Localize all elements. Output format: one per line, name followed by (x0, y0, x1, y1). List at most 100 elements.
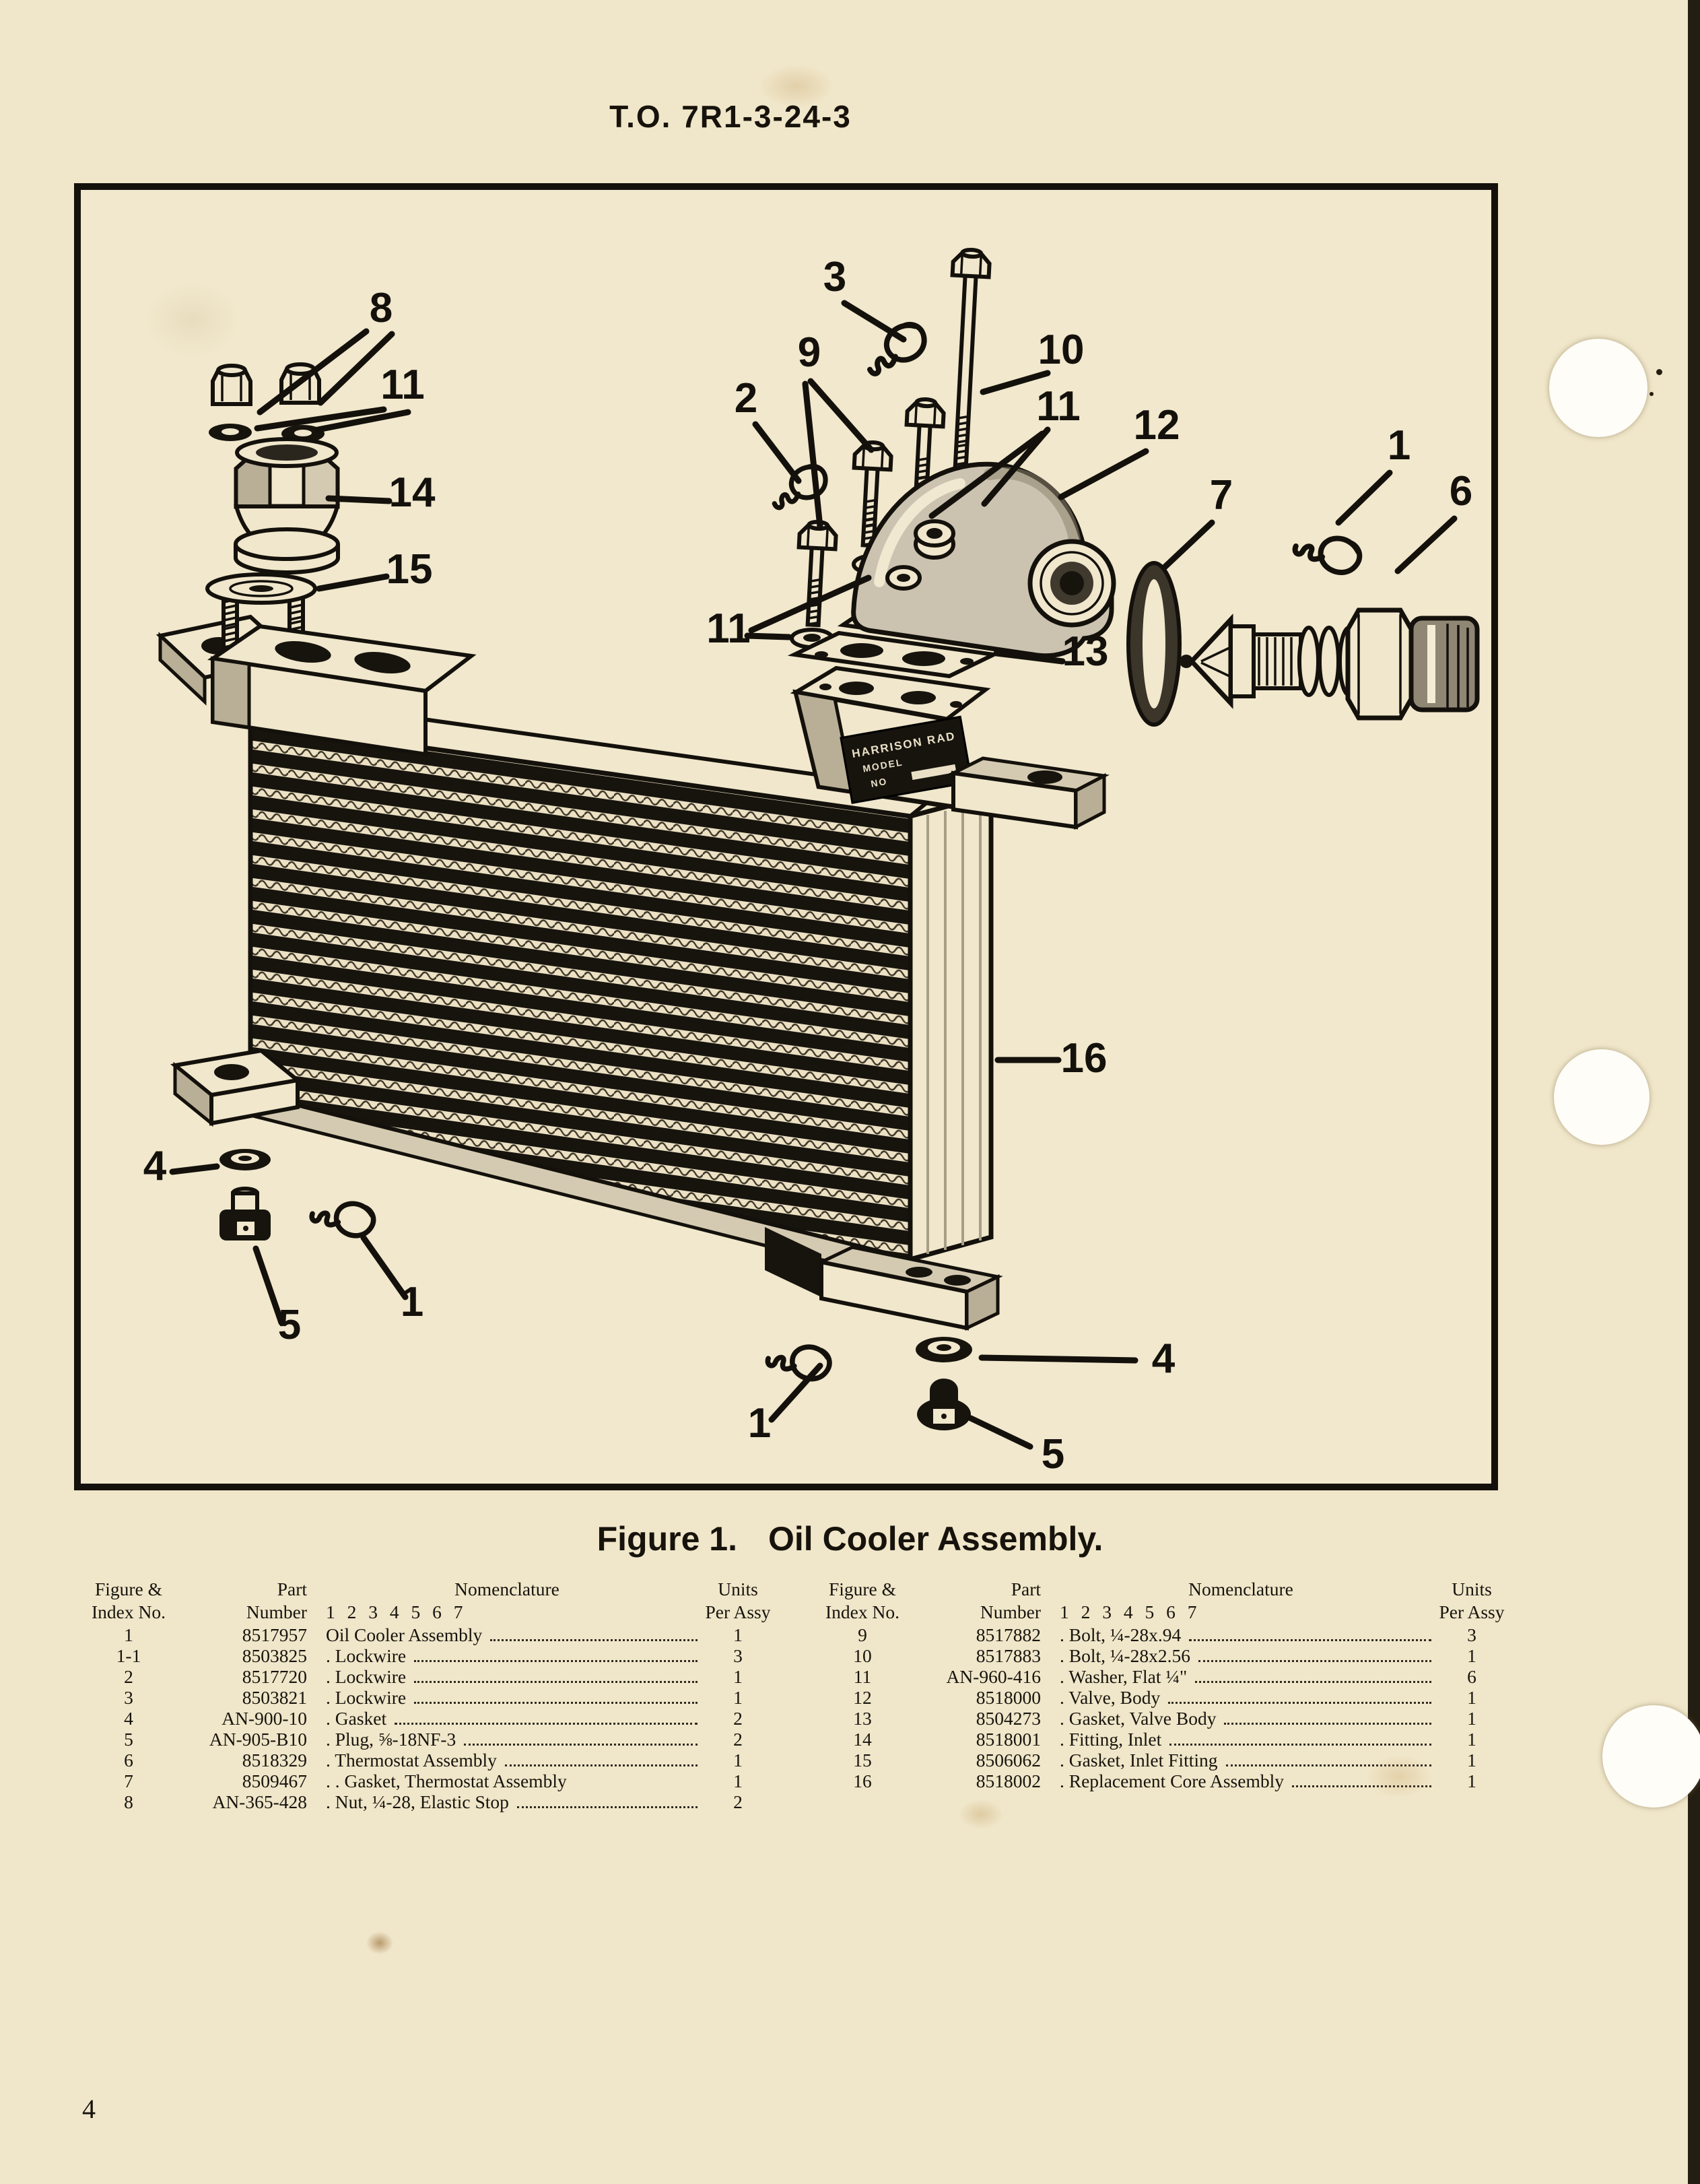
row-nomenclature: . Gasket, Inlet Fitting (1044, 1750, 1438, 1771)
callout-5: 5 (1042, 1431, 1064, 1478)
column-header: Units (1452, 1579, 1492, 1599)
callout-10: 10 (1038, 327, 1085, 373)
row-index: 14 (853, 1729, 872, 1750)
data-plate: HARRISON RAD MODEL NO (840, 715, 973, 804)
row-part-number: AN-900-10 (222, 1708, 307, 1729)
callout-numbers: 8 11 14 15 3 9 2 10 11 12 7 1 6 13 16 4 … (143, 254, 1472, 1478)
row-index: 15 (853, 1750, 872, 1771)
gasket (916, 1337, 972, 1362)
column-header: Per Assy (1439, 1601, 1505, 1622)
row-part-number: 8517957 (242, 1624, 307, 1645)
row-index: 2 (124, 1666, 133, 1687)
callout-12: 12 (1134, 402, 1180, 449)
table-row: 9 8517882 . Bolt, ¼-28x.94 3 (812, 1624, 1505, 1645)
paper-speck (1650, 392, 1654, 396)
row-part-number: 8518001 (976, 1729, 1041, 1750)
scan-edge-shadow (1688, 0, 1700, 2184)
row-part-number: 8504273 (976, 1708, 1041, 1729)
gasket (219, 1149, 271, 1170)
callout-16: 16 (1061, 1035, 1108, 1082)
row-part-number: 8506062 (976, 1750, 1041, 1771)
paper-speck (1656, 369, 1662, 375)
row-index: 5 (124, 1729, 133, 1750)
table-row: 2 8517720 . Lockwire 1 (78, 1666, 772, 1687)
punch-hole (1554, 1049, 1650, 1145)
row-part-number: 8517883 (976, 1645, 1041, 1666)
paper-stain (366, 1931, 393, 1954)
table-row: 10 8517883 . Bolt, ¼-28x2.56 1 (812, 1645, 1505, 1666)
row-units: 1 (1467, 1708, 1476, 1729)
callout-4: 4 (143, 1143, 167, 1189)
table-row: 11 AN-960-416 . Washer, Flat ¼" 6 (812, 1666, 1505, 1687)
callout-1: 1 (1388, 422, 1410, 469)
punch-hole (1549, 339, 1647, 437)
column-header: Part (1011, 1579, 1041, 1599)
column-header: Figure & (828, 1579, 897, 1599)
parts-table-left: Figure & Part Nomenclature Units Index N… (78, 1579, 772, 1812)
row-nomenclature: . Gasket, Valve Body (1044, 1708, 1438, 1729)
valve-body (837, 461, 1116, 659)
plug (219, 1187, 271, 1240)
elastic-stop-nut (211, 364, 252, 406)
row-units: 2 (733, 1791, 743, 1812)
row-nomenclature: . Gasket (310, 1708, 704, 1729)
callout-3: 3 (823, 254, 846, 300)
row-units: 1 (1467, 1750, 1476, 1771)
callout-14: 14 (389, 469, 436, 516)
callout-11: 11 (706, 605, 751, 652)
table-row: 15 8506062 . Gasket, Inlet Fitting 1 (812, 1750, 1505, 1771)
table-row: 13 8504273 . Gasket, Valve Body 1 (812, 1708, 1505, 1729)
column-header: 1 2 3 4 5 6 7 (326, 1601, 463, 1622)
bolt (852, 440, 893, 548)
parts-table-right: Figure & Part Nomenclature Units Index N… (812, 1579, 1505, 1791)
callout-leader-lines (169, 300, 1458, 1450)
table-row: 8 AN-365-428 . Nut, ¼-28, Elastic Stop 2 (78, 1791, 772, 1812)
row-nomenclature: Oil Cooler Assembly (310, 1624, 704, 1645)
row-index: 9 (858, 1624, 867, 1645)
figure-caption-title: Oil Cooler Assembly. (768, 1520, 1103, 1558)
callout-5: 5 (278, 1302, 301, 1348)
row-units: 1 (1467, 1771, 1476, 1791)
figure-border-box: HARRISON RAD MODEL NO (74, 183, 1498, 1490)
paper-stain (959, 1799, 1003, 1829)
row-nomenclature: . Plug, ⅝-18NF-3 (310, 1729, 704, 1750)
svg-text:NO: NO (870, 776, 888, 789)
table-row: 4 AN-900-10 . Gasket 2 (78, 1708, 772, 1729)
row-index: 13 (853, 1708, 872, 1729)
row-index: 4 (124, 1708, 133, 1729)
table-row: 14 8518001 . Fitting, Inlet 1 (812, 1729, 1505, 1750)
column-header: Figure & (94, 1579, 163, 1599)
column-header: Nomenclature (454, 1579, 559, 1599)
row-nomenclature: . . Gasket, Thermostat Assembly (326, 1771, 567, 1791)
column-header: Units (718, 1579, 758, 1599)
figure-caption-label: Figure 1. (597, 1520, 737, 1558)
row-part-number: 8503825 (242, 1645, 307, 1666)
column-header: Number (246, 1601, 307, 1622)
row-units: 1 (733, 1624, 743, 1645)
punch-hole (1602, 1705, 1700, 1808)
table-row: 7 8509467 . . Gasket, Thermostat Assembl… (78, 1771, 772, 1791)
row-nomenclature: . Thermostat Assembly (310, 1750, 704, 1771)
mounting-foot (765, 1227, 1003, 1331)
column-header: 1 2 3 4 5 6 7 (1060, 1601, 1197, 1622)
callout-4: 4 (1152, 1335, 1176, 1382)
callout-11: 11 (1036, 383, 1081, 430)
row-nomenclature: . Valve, Body (1044, 1687, 1438, 1708)
table-row: 1 8517957 Oil Cooler Assembly 1 (78, 1624, 772, 1645)
row-nomenclature: . Fitting, Inlet (1044, 1729, 1438, 1750)
parts-table-header: Figure & Part Nomenclature Units Index N… (78, 1579, 772, 1624)
row-index: 10 (853, 1645, 872, 1666)
row-nomenclature: . Bolt, ¼-28x.94 (1044, 1624, 1438, 1645)
callout-1: 1 (748, 1400, 771, 1447)
column-header: Index No. (825, 1601, 899, 1622)
inlet-tank (156, 587, 477, 757)
flat-washer (209, 424, 252, 441)
thermostat-gasket (1126, 561, 1182, 727)
mounting-arm (947, 756, 1110, 830)
row-index: 16 (853, 1771, 872, 1791)
callout-8: 8 (370, 285, 393, 331)
table-row: 16 8518002 . Replacement Core Assembly 1 (812, 1771, 1505, 1791)
row-index: 7 (124, 1771, 133, 1791)
callout-1: 1 (401, 1279, 423, 1325)
row-index: 11 (853, 1666, 872, 1687)
